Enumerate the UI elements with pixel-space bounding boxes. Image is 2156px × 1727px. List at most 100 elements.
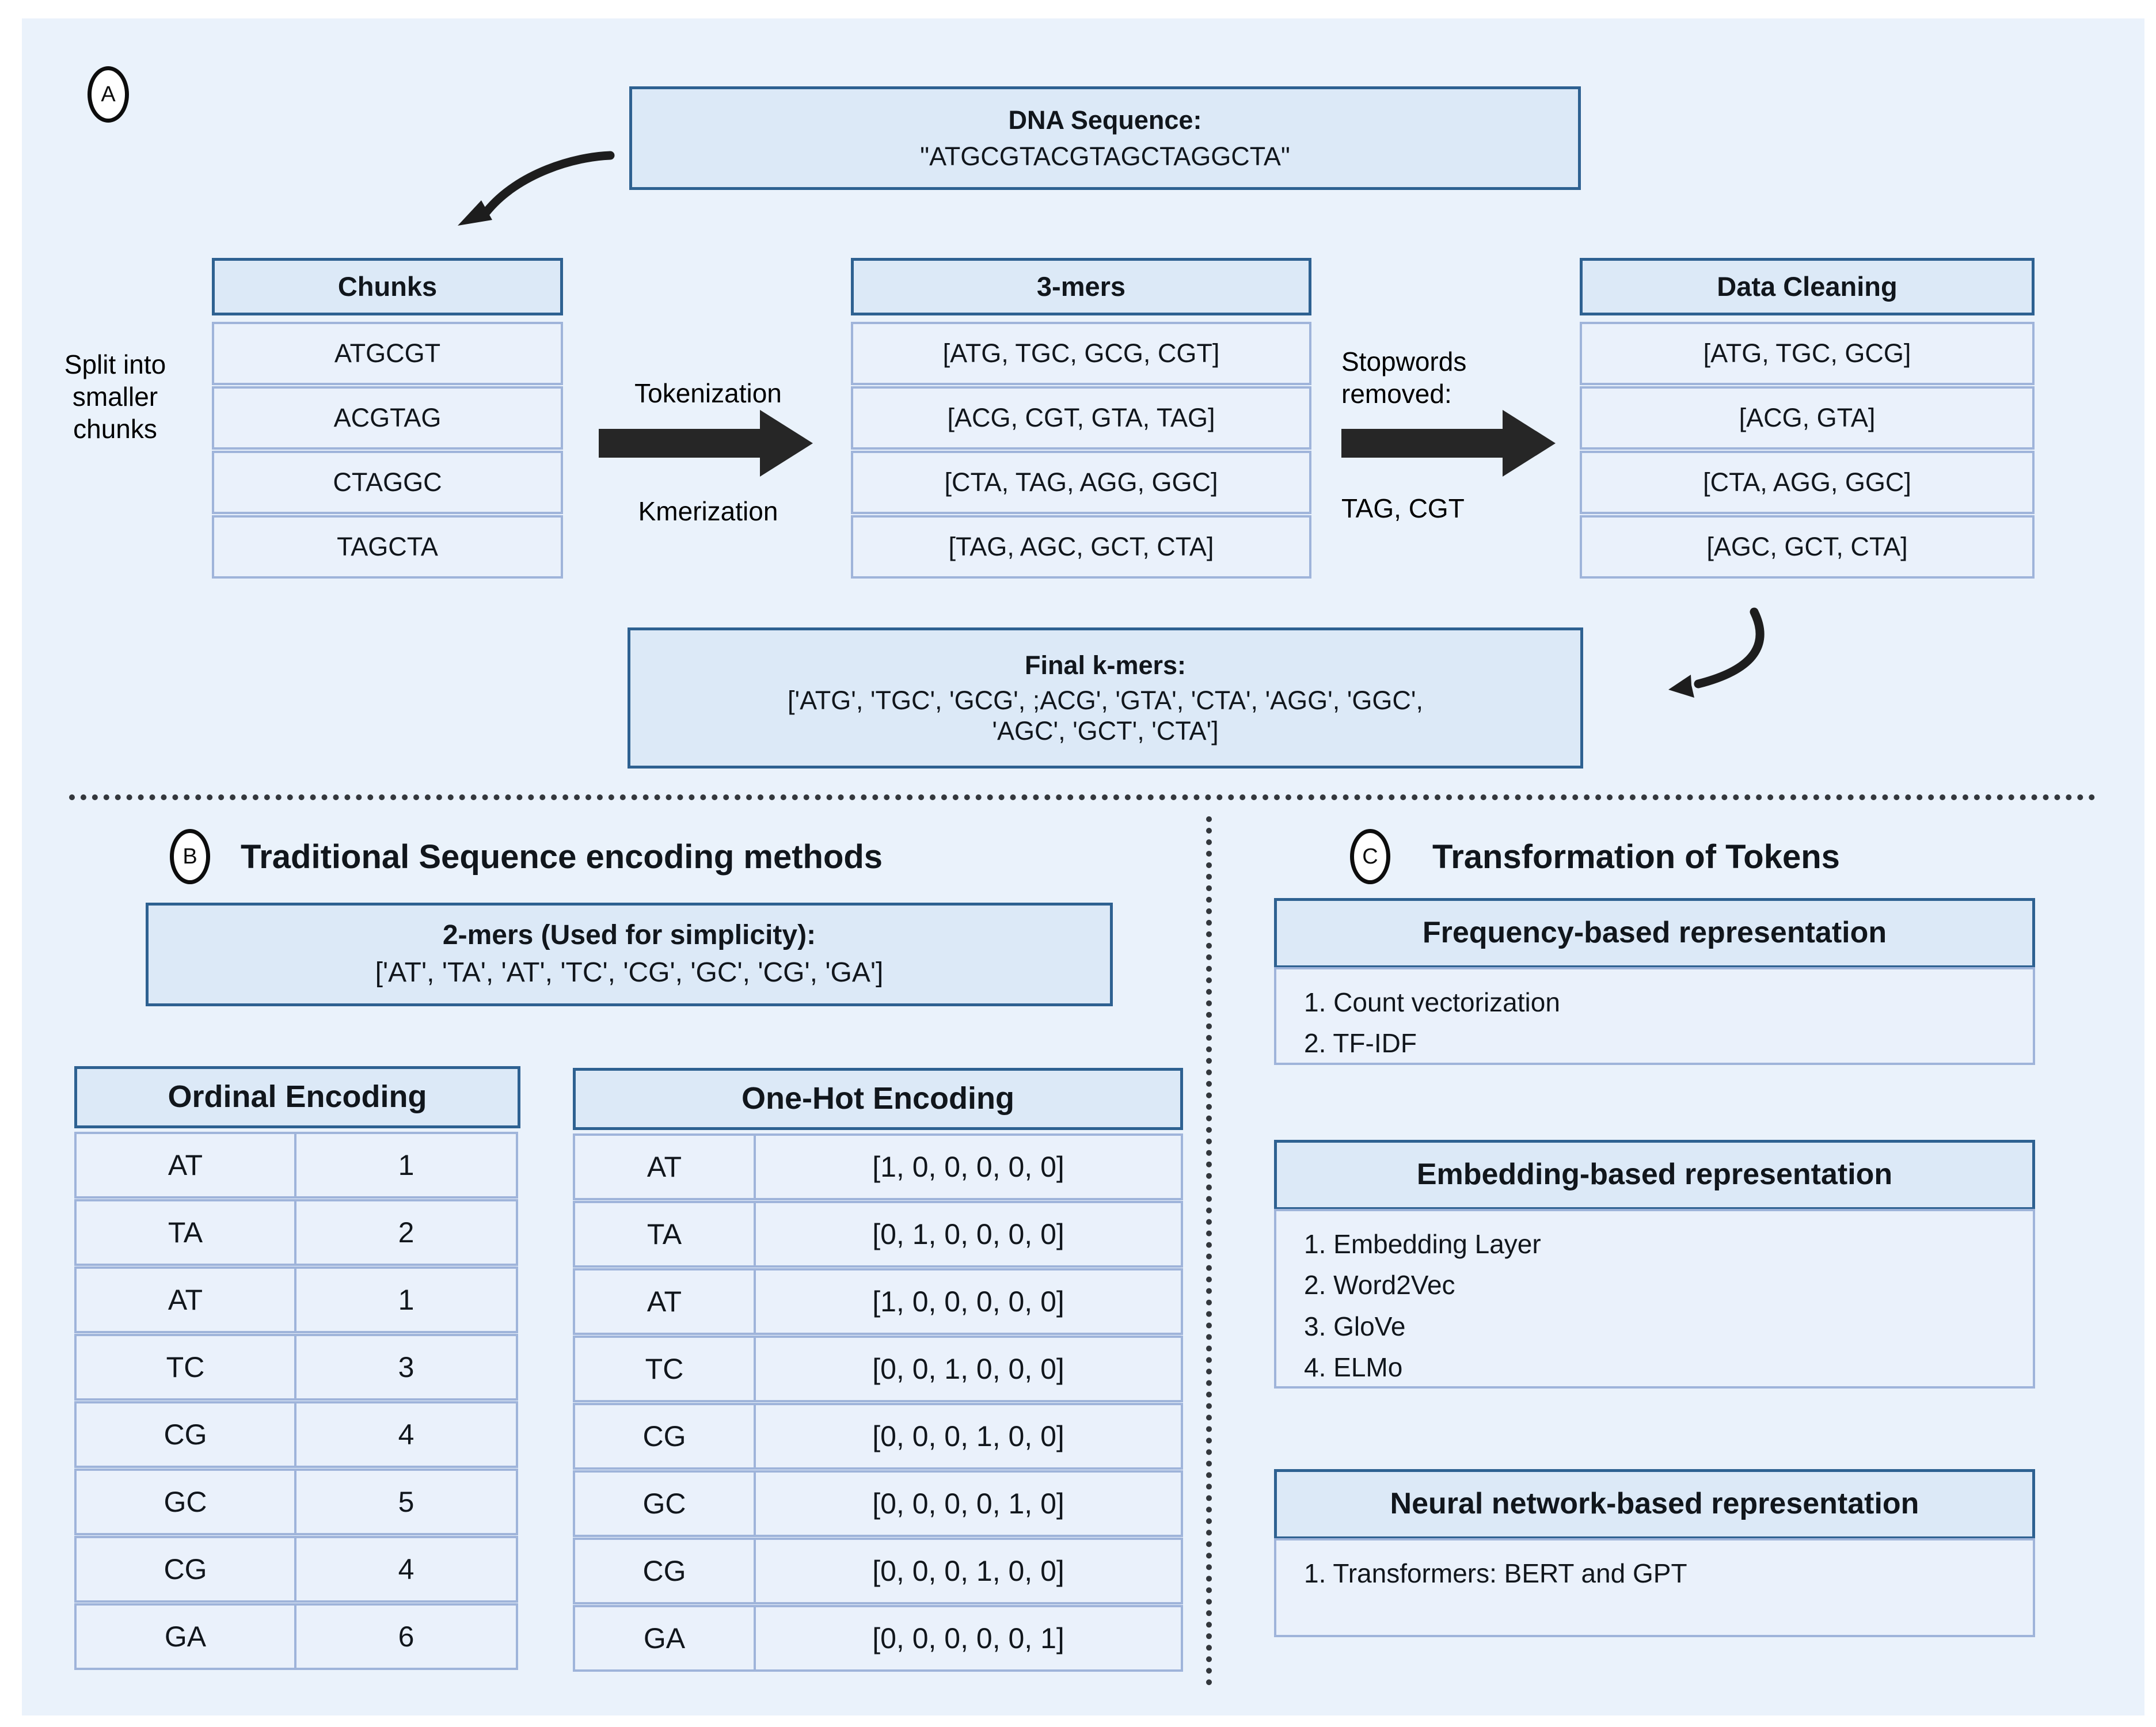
kmers-row-3: [CTA, TAG, AGG, GGC] [851,451,1311,514]
twomers-value: ['AT', 'TA', 'AT', 'TC', 'CG', 'GC', 'CG… [375,957,884,988]
dna-sequence-box: DNA Sequence: "ATGCGTACGTAGCTAGGCTA" [629,86,1581,190]
panel-c-card-item: 1. Transformers: BERT and GPT [1304,1558,1687,1588]
onehot-header-label: One-Hot Encoding [742,1081,1014,1116]
chunks-row-3-label: CTAGGC [333,467,442,497]
stopwords-removed-label: Stopwords removed: [1341,347,1467,409]
ordinal-row-code: 1 [294,1132,518,1199]
panel-c-card-item: 2. TF-IDF [1304,1028,1417,1059]
final-kmers-box: Final k-mers: ['ATG', 'TGC', 'GCG', ;ACG… [628,627,1583,769]
panel-b-title: Traditional Sequence encoding methods [241,838,883,876]
ordinal-row-token: CG [74,1401,296,1468]
ordinal-row-token: TC [74,1334,296,1401]
panel-c-card-items: 1. Embedding Layer 2. Word2Vec 3. GloVe 4. … [1304,1224,2060,1388]
chunks-header-label: Chunks [337,271,438,302]
onehot-row-code: [0, 0, 0, 0, 1, 0] [754,1470,1183,1537]
panel-a-badge-label: A [101,82,116,106]
cleaning-row-1: [ATG, TGC, GCG] [1580,322,2035,385]
tokenization-label: Tokenization [634,378,782,408]
panel-c-card-header: Frequency-based representation [1274,898,2035,968]
panel-c-card-body: 1. Transformers: BERT and GPT [1274,1538,2035,1637]
dna-sequence-title: DNA Sequence: [1008,105,1202,135]
onehot-row-token: AT [573,1268,756,1335]
cleaning-header-label: Data Cleaning [1717,271,1898,302]
ordinal-row-token: AT [74,1266,296,1333]
panel-c-card-body: 1. Embedding Layer 2. Word2Vec 3. GloVe 4. … [1274,1209,2035,1389]
ordinal-row-token: GC [74,1469,296,1535]
cleaning-row-1-label: [ATG, TGC, GCG] [1703,338,1911,368]
onehot-row-code: [0, 0, 1, 0, 0, 0] [754,1336,1183,1402]
kmers-header: 3-mers [851,258,1311,315]
section-divider-vertical [1206,816,1212,1686]
kmers-row-3-label: [CTA, TAG, AGG, GGC] [944,467,1218,497]
panel-c-card-item: 1. Count vectorization [1304,987,1560,1017]
panel-b-badge-label: B [182,844,197,869]
chunks-row-1-label: ATGCGT [334,338,441,368]
panel-c-card-header: Neural network-based representation [1274,1469,2035,1539]
panel-c-badge: C [1350,829,1390,884]
ordinal-header-label: Ordinal Encoding [168,1079,427,1114]
chunks-row-2: ACGTAG [212,386,563,450]
panel-c-card-header: Embedding-based representation [1274,1140,2035,1210]
kmers-header-label: 3-mers [1036,271,1126,302]
cleaning-row-4: [AGC, GCT, CTA] [1580,515,2035,579]
cleaning-row-4-label: [AGC, GCT, CTA] [1706,532,1908,561]
panel-c-title: Transformation of Tokens [1432,838,1840,876]
onehot-row-code: [0, 0, 0, 1, 0, 0] [754,1538,1183,1604]
panel-c-card-body: 1. Count vectorization 2. TF-IDF [1274,967,2035,1065]
ordinal-row-code: 4 [294,1536,518,1603]
panel-c-card-item: 1. Embedding Layer [1304,1229,1541,1259]
kmers-row-4-label: [TAG, AGC, GCT, CTA] [948,532,1214,561]
ordinal-row-token: AT [74,1132,296,1199]
final-kmers-title: Final k-mers: [1024,650,1187,680]
final-kmers-line-2: 'AGC', 'GCT', 'CTA'] [992,716,1219,746]
panel-b-badge: B [170,829,210,884]
ordinal-row-code: 3 [294,1334,518,1401]
cleaning-row-3-label: [CTA, AGG, GGC] [1703,467,1911,497]
chunks-header: Chunks [212,258,563,315]
ordinal-row-code: 5 [294,1469,518,1535]
cleaning-row-2: [ACG, GTA] [1580,386,2035,450]
panel-a-badge: A [88,66,129,123]
panel-c-badge-label: C [1362,844,1378,869]
onehot-header: One-Hot Encoding [573,1068,1183,1130]
panel-c-card-item: 2. Word2Vec [1304,1270,1455,1300]
onehot-row-code: [1, 0, 0, 0, 0, 0] [754,1133,1183,1200]
kmerization-label: Kmerization [638,496,778,526]
chunks-row-4: TAGCTA [212,515,563,579]
ordinal-row-token: CG [74,1536,296,1603]
split-into-chunks-label: Split into smaller chunks [64,349,166,444]
panel-c-card-item: 3. GloVe [1304,1311,1406,1341]
cleaning-row-3: [CTA, AGG, GGC] [1580,451,2035,514]
ordinal-row-code: 1 [294,1266,518,1333]
twomers-title: 2-mers (Used for simplicity): [442,920,816,951]
chunks-row-1: ATGCGT [212,322,563,385]
onehot-row-code: [0, 0, 0, 0, 0, 1] [754,1605,1183,1672]
dna-sequence-value: "ATGCGTACGTAGCTAGGCTA" [920,142,1290,171]
chunks-row-3: CTAGGC [212,451,563,514]
ordinal-header: Ordinal Encoding [74,1066,520,1128]
section-divider-horizontal [69,794,2096,800]
ordinal-row-token: TA [74,1199,296,1266]
onehot-row-code: [0, 0, 0, 1, 0, 0] [754,1403,1183,1470]
onehot-row-token: TC [573,1336,756,1402]
stopwords-list-label: TAG, CGT [1341,493,1465,523]
kmers-row-2: [ACG, CGT, GTA, TAG] [851,386,1311,450]
panel-c-card-item: 4. ELMo [1304,1352,1403,1382]
kmers-row-1-label: [ATG, TGC, GCG, CGT] [942,338,1220,368]
kmers-row-4: [TAG, AGC, GCT, CTA] [851,515,1311,579]
final-kmers-line-1: ['ATG', 'TGC', 'GCG', ;ACG', 'GTA', 'CTA… [788,685,1423,715]
panel-c-card-items: 1. Transformers: BERT and GPT [1304,1553,2060,1594]
panel-c-card-items: 1. Count vectorization 2. TF-IDF [1304,982,2060,1064]
cleaning-row-2-label: [ACG, GTA] [1739,403,1876,432]
cleaning-header: Data Cleaning [1580,258,2035,315]
onehot-row-token: GA [573,1605,756,1672]
kmers-row-1: [ATG, TGC, GCG, CGT] [851,322,1311,385]
ordinal-row-code: 6 [294,1603,518,1670]
onehot-row-token: AT [573,1133,756,1200]
kmers-row-2-label: [ACG, CGT, GTA, TAG] [947,403,1215,432]
onehot-row-token: CG [573,1403,756,1470]
ordinal-row-token: GA [74,1603,296,1670]
onehot-row-code: [0, 1, 0, 0, 0, 0] [754,1201,1183,1268]
chunks-row-4-label: TAGCTA [337,532,438,561]
